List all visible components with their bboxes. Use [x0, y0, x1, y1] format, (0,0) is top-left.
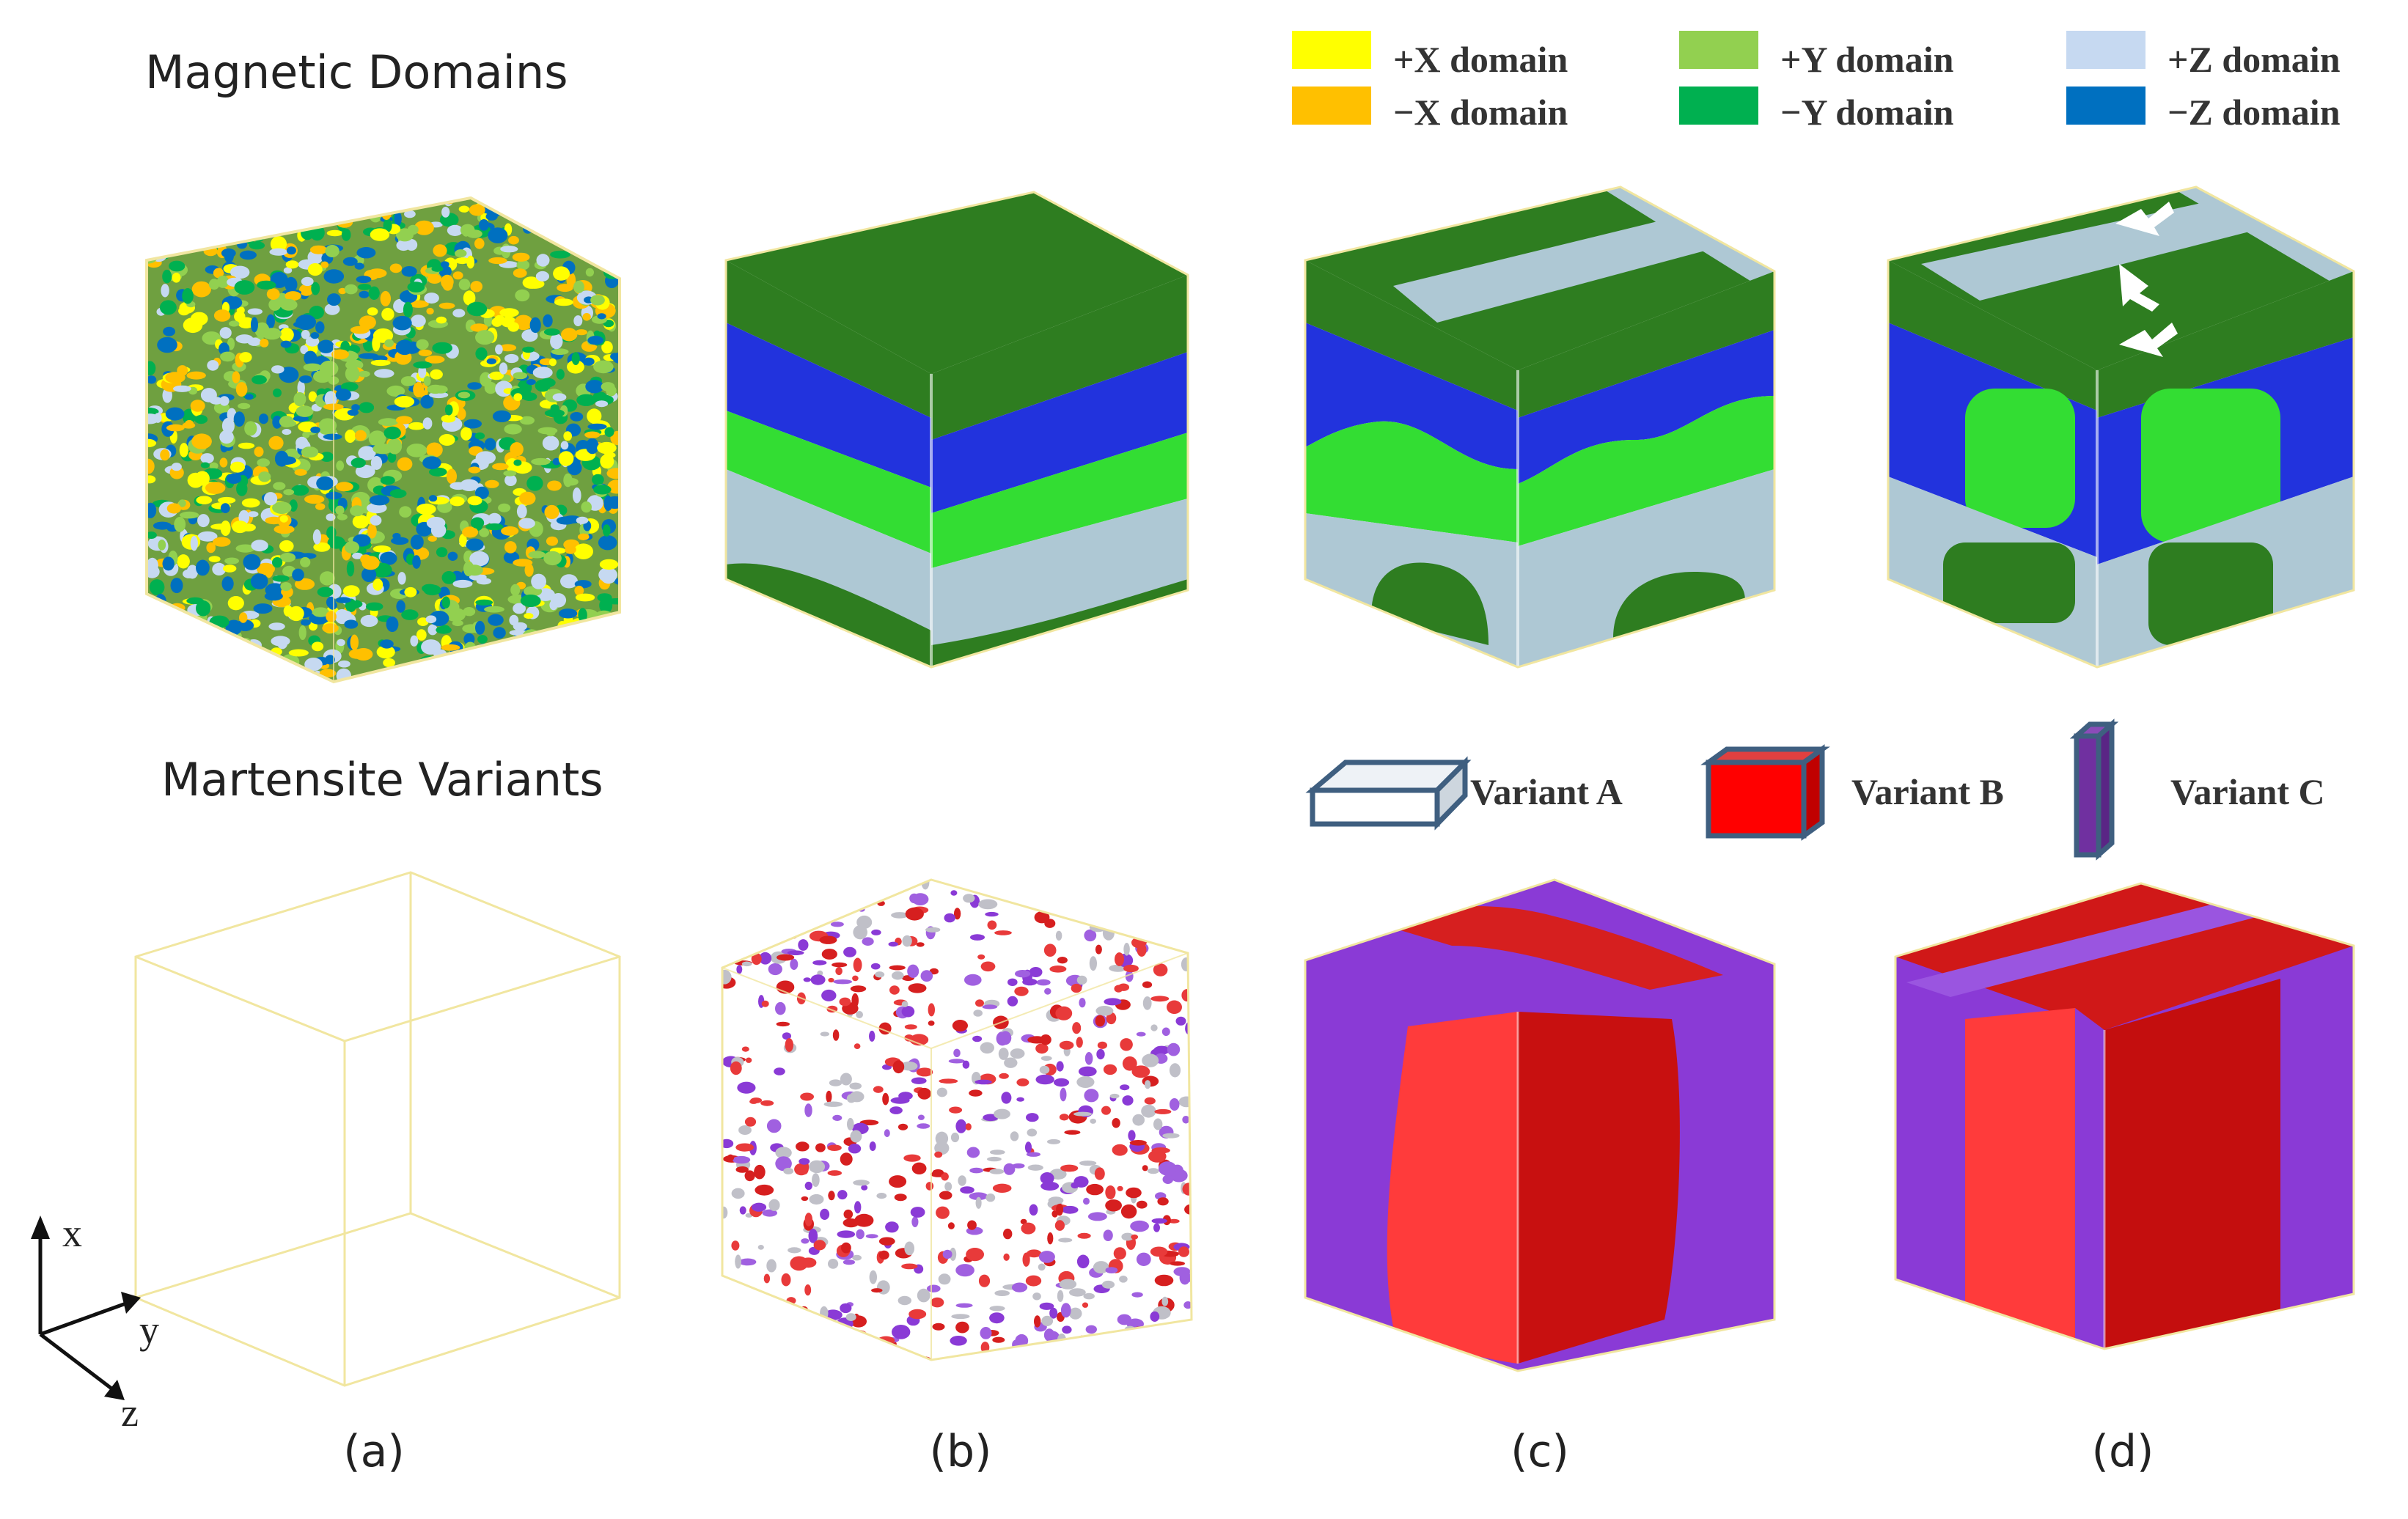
cube-b-martensite	[721, 878, 1193, 1361]
arrow-icon	[2115, 202, 2178, 357]
panel-label-c: (c)	[1510, 1426, 1569, 1477]
variant-legend: Variant A Variant B Variant C	[1305, 718, 2325, 861]
variant-a-icon	[1305, 756, 1472, 831]
legend-variant-c: Variant C	[2170, 771, 2325, 812]
row-title-martensite-variants: Martensite Variants	[161, 753, 603, 806]
cube-d-magnetic	[1887, 185, 2355, 669]
z-axis-arrow	[39, 1333, 119, 1394]
panel-label-a: (a)	[343, 1426, 405, 1477]
swatch-minus-y	[1679, 87, 1758, 125]
x-axis-label: x	[62, 1211, 82, 1255]
legend-plus-z: +Z domain	[2167, 39, 2341, 80]
cube-c-magnetic	[1304, 185, 1776, 669]
variant-c-icon	[2069, 718, 2119, 861]
y-axis-label: y	[139, 1308, 159, 1352]
cube-c-martensite	[1304, 878, 1776, 1372]
cube-b-magnetic	[724, 191, 1189, 669]
z-axis-label: z	[121, 1391, 139, 1435]
swatch-minus-z	[2066, 87, 2145, 125]
legend-variant-b: Variant B	[1851, 771, 2004, 812]
legend-minus-y: −Y domain	[1780, 92, 1954, 133]
top-face-minus-y	[726, 192, 1188, 374]
cube-d-martensite	[1894, 882, 2355, 1350]
legend-minus-z: −Z domain	[2167, 92, 2341, 133]
legend-minus-x: −X domain	[1393, 92, 1568, 133]
swatch-plus-x	[1292, 31, 1371, 69]
cube-a-magnetic-frame	[145, 196, 621, 684]
legend-plus-x: +X domain	[1393, 39, 1568, 80]
swatch-plus-z	[2066, 31, 2145, 69]
variant-b-icon	[1700, 744, 1830, 841]
row-title-magnetic-domains: Magnetic Domains	[145, 45, 568, 99]
random-domain-speckle	[147, 198, 620, 682]
cube-a-martensite-wireframe	[134, 871, 621, 1387]
random-variant-speckle	[722, 880, 1192, 1360]
panel-label-d: (d)	[2092, 1426, 2154, 1477]
swatch-plus-y	[1679, 31, 1758, 69]
swatch-minus-x	[1292, 87, 1371, 125]
legend-variant-a: Variant A	[1470, 771, 1623, 812]
domain-legend: +X domain −X domain +Y domain −Y domain …	[1292, 31, 2341, 133]
axis-triad: x y z	[31, 1211, 159, 1435]
y-axis-arrow	[40, 1299, 133, 1336]
legend-plus-y: +Y domain	[1780, 39, 1954, 80]
cube-a-magnetic	[145, 196, 621, 684]
panel-label-b: (b)	[930, 1426, 992, 1477]
